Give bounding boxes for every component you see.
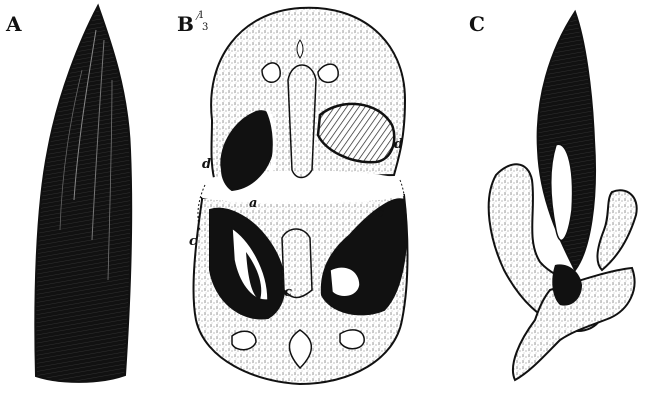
panel-c-letter: C <box>469 14 485 34</box>
panel-a-tooth <box>35 6 131 382</box>
label-c-right: c <box>376 207 384 220</box>
panel-a-letter: A <box>6 14 22 34</box>
label-d-right: d <box>394 138 403 151</box>
label-a: a <box>249 197 257 210</box>
panel-b-scale-bar: ⁄ <box>197 14 199 23</box>
panel-b-scale-denominator: 3 <box>202 23 208 33</box>
label-c-inner: c <box>284 286 292 299</box>
label-c-left: c <box>189 235 197 248</box>
panel-b-jaw-section <box>194 8 408 384</box>
panel-b-letter: B <box>177 14 194 34</box>
label-d-left: d <box>202 158 211 171</box>
panel-c-tooth-socket <box>489 12 637 380</box>
